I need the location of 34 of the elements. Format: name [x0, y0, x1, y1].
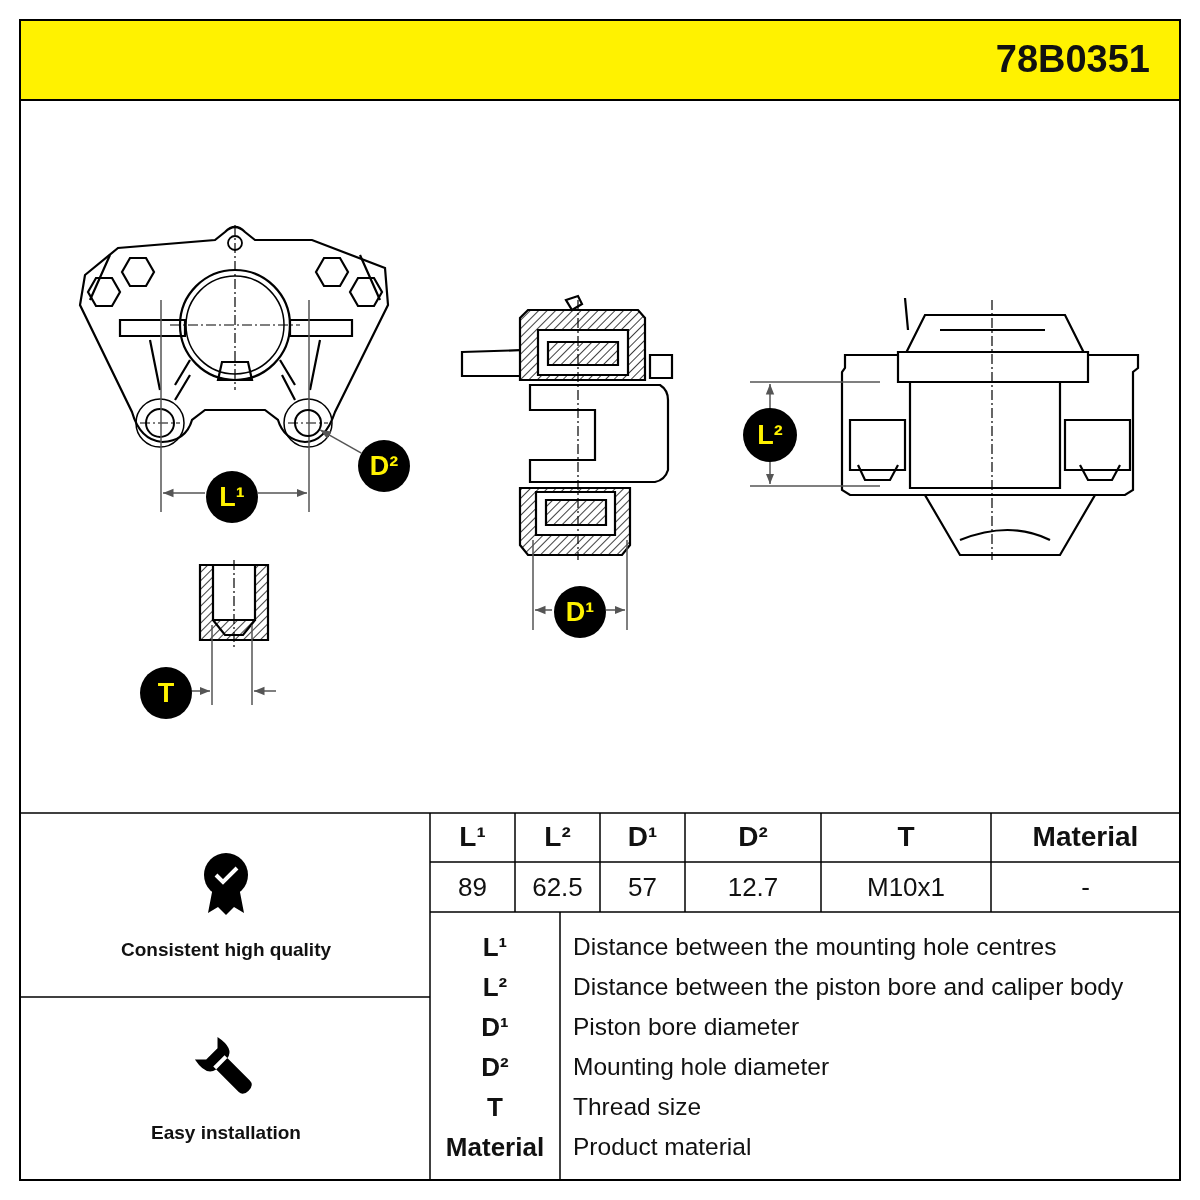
dimension-marker: L²: [743, 408, 797, 462]
spec-value: 12.7: [727, 872, 779, 902]
dimension-marker: L¹: [206, 471, 258, 523]
spec-value: -: [1081, 872, 1090, 902]
column-header: D¹: [627, 821, 658, 853]
leader-line: [319, 429, 363, 454]
dimension-marker: D²: [358, 440, 410, 492]
part-number: 78B0351: [995, 39, 1150, 81]
dimension-symbol: D¹: [481, 1012, 509, 1042]
dimension-description: Mounting hole diameter: [573, 1053, 830, 1081]
dimension-description: Distance between the piston bore and caliper body: [573, 973, 1124, 1001]
dimension-symbol: Material: [445, 1132, 545, 1162]
dimension-description: Distance between the mounting hole centres: [573, 933, 1057, 961]
feature-caption: Easy installation: [151, 1122, 301, 1144]
dimension-symbol: T: [487, 1092, 503, 1122]
dimension-symbol: L²: [482, 972, 508, 1002]
column-header: L¹: [459, 821, 486, 853]
dimension-description: Piston bore diameter: [573, 1013, 800, 1041]
feature-caption: Consistent high quality: [120, 939, 332, 961]
spec-value: 57: [628, 872, 657, 902]
dimension-marker: D¹: [554, 586, 606, 638]
dimension-description: Product material: [573, 1133, 752, 1161]
dimension-symbol: L¹: [482, 932, 508, 962]
spec-value: M10x1: [866, 872, 945, 902]
spec-value: 62.5: [532, 872, 583, 902]
mounting-hole: [294, 409, 322, 437]
dimension-description: Thread size: [573, 1093, 701, 1121]
column-header: T: [897, 821, 915, 853]
column-header: D²: [738, 821, 768, 853]
column-header: Material: [1032, 821, 1139, 853]
spec-value: 89: [458, 872, 487, 902]
column-header: L²: [544, 821, 571, 853]
dimension-marker: T: [140, 667, 192, 719]
dimension-symbol: D²: [481, 1052, 509, 1082]
